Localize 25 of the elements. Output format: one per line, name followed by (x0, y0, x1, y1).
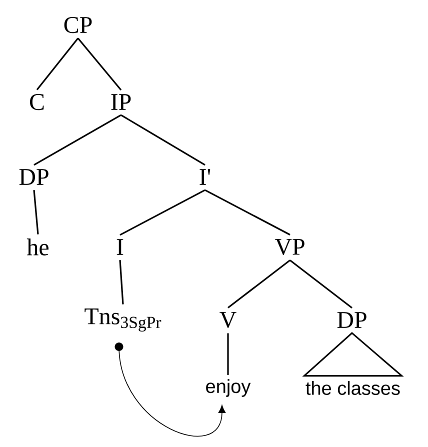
branch-line (120, 114, 206, 166)
tree-label: Tns$_{3SgPr}$ (84, 308, 162, 332)
movement-arrow (114, 342, 226, 437)
tree-label: DP (337, 312, 366, 328)
branch-line (34, 114, 122, 166)
tree-label: VP (274, 238, 304, 256)
tree-label: CP (64, 16, 92, 34)
branch-line (119, 260, 124, 304)
word-label: the classes (306, 381, 400, 395)
branch-line (227, 333, 229, 375)
branch-line (120, 189, 206, 236)
tree-label: IP (111, 94, 131, 110)
branch-line (36, 38, 79, 90)
branch-line (228, 260, 290, 308)
tree-label: he (26, 238, 48, 256)
word-label: enjoy (206, 379, 251, 397)
tree-label: C (30, 94, 44, 110)
branch-line (77, 38, 122, 90)
tree-label: V (220, 312, 236, 328)
branch-line (204, 189, 290, 236)
tree-label: I' (200, 169, 210, 185)
tree-label: I (116, 239, 124, 255)
branch-line (290, 260, 352, 309)
tree-label: DP (19, 169, 48, 185)
branch-line (33, 190, 39, 234)
